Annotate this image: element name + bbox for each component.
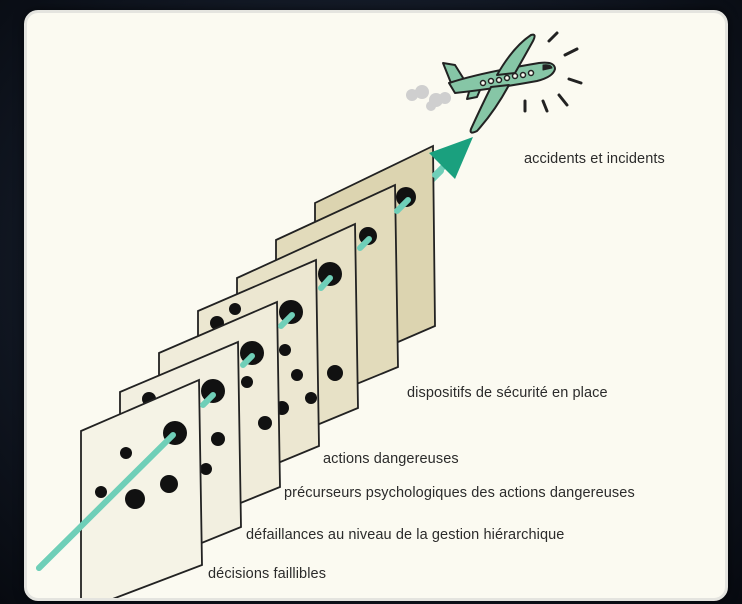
label-defaillances: défaillances au niveau de la gestion hié… bbox=[246, 527, 564, 543]
swiss-cheese-diagram bbox=[27, 13, 725, 598]
label-dispositifs: dispositifs de sécurité en place bbox=[407, 385, 608, 401]
airplane-icon bbox=[443, 35, 555, 133]
panel-0 bbox=[81, 380, 202, 598]
label-decisions: décisions faillibles bbox=[208, 566, 326, 582]
diagram-frame: accidents et incidents dispositifs de sé… bbox=[24, 10, 728, 601]
label-actions: actions dangereuses bbox=[323, 451, 459, 467]
label-accidents: accidents et incidents bbox=[524, 151, 665, 167]
label-precurseurs: précurseurs psychologiques des actions d… bbox=[284, 485, 635, 501]
smoke-icon bbox=[406, 85, 451, 111]
